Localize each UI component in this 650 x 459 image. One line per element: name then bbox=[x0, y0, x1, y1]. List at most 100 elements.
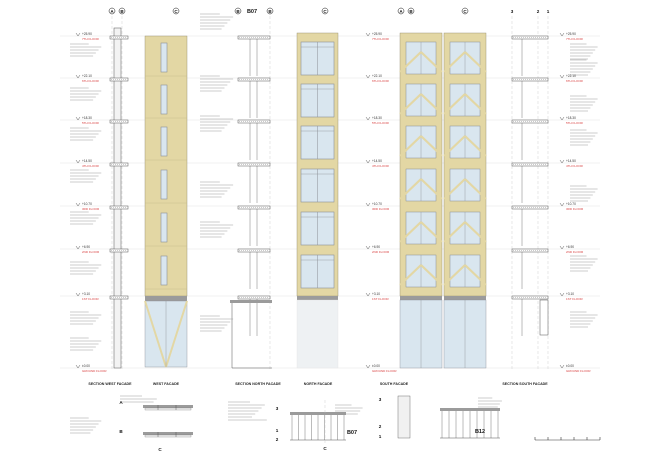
axis-label-c: C bbox=[323, 9, 327, 14]
detail-plan-west: A B C bbox=[119, 400, 193, 452]
axis-label-c: C bbox=[463, 9, 467, 14]
window bbox=[160, 84, 168, 115]
level-elevation: ±0.00 bbox=[372, 364, 380, 368]
level-name: 4TH FLOOR bbox=[372, 164, 390, 168]
level-name: 3RD FLOOR bbox=[372, 207, 390, 211]
detail-code: B12 bbox=[475, 429, 485, 435]
level-elevation: +22.10 bbox=[372, 74, 382, 78]
level-elevation: +14.50 bbox=[82, 159, 92, 163]
level-name: 6TH FLOOR bbox=[372, 79, 390, 83]
level-elevation: +3.10 bbox=[566, 292, 574, 296]
section-south-facade: 3 2 1 SECTION SOUTH FACADE bbox=[502, 9, 598, 386]
axis-label-b: B bbox=[236, 9, 240, 14]
axis-label-2: 2 bbox=[276, 437, 279, 442]
axis-label-c: C bbox=[174, 9, 178, 14]
level-elevation: +22.10 bbox=[566, 74, 576, 78]
level-name: 4TH FLOOR bbox=[82, 164, 100, 168]
axis-label-b: B bbox=[268, 9, 272, 14]
window bbox=[160, 169, 168, 200]
axis-label-2: 2 bbox=[379, 424, 382, 429]
level-elevation: +25.90 bbox=[566, 32, 576, 36]
detail-code: B07 bbox=[247, 9, 257, 15]
level-name: GROUND FLOOR bbox=[566, 369, 591, 373]
section-south-title: SECTION SOUTH FACADE bbox=[502, 382, 548, 386]
level-elevation: +14.50 bbox=[372, 159, 382, 163]
window bbox=[160, 126, 168, 157]
level-name: 1ST FLOOR bbox=[566, 297, 583, 301]
level-elevation: +18.30 bbox=[372, 116, 382, 120]
level-elevation: +6.90 bbox=[566, 245, 574, 249]
level-elevation: +22.10 bbox=[82, 74, 92, 78]
level-name: 2ND FLOOR bbox=[82, 250, 100, 254]
level-elevation: +6.90 bbox=[372, 245, 380, 249]
detail-plan-north: 3 B07 C 1 2 bbox=[228, 400, 363, 451]
section-north-facade: B B07 B SECTION NORTH FACADE bbox=[200, 7, 281, 386]
timber-bay bbox=[443, 32, 487, 297]
detail-code: B07 bbox=[347, 430, 357, 436]
level-name: 7TH FLOOR bbox=[82, 37, 100, 41]
timber-cladding bbox=[144, 35, 188, 297]
level-name: GROUND FLOOR bbox=[372, 369, 397, 373]
axis-label-3: 3 bbox=[276, 406, 279, 411]
level-elevation: +3.10 bbox=[372, 292, 380, 296]
level-name: 4TH FLOOR bbox=[566, 164, 584, 168]
axis-label-1: 1 bbox=[276, 428, 279, 433]
window bbox=[160, 42, 168, 73]
level-elevation: +25.90 bbox=[372, 32, 382, 36]
axis-label-1: 1 bbox=[379, 434, 382, 439]
level-name: GROUND FLOOR bbox=[82, 369, 107, 373]
level-name: 5TH FLOOR bbox=[372, 121, 390, 125]
axis-label-c: C bbox=[158, 447, 162, 452]
west-facade-title: WEST FACADE bbox=[153, 382, 180, 386]
level-name: 3RD FLOOR bbox=[566, 207, 584, 211]
level-elevation: ±0.00 bbox=[566, 364, 574, 368]
axis-label-2: 2 bbox=[537, 9, 540, 14]
level-name: 7TH FLOOR bbox=[372, 37, 390, 41]
axis-label-1: 1 bbox=[547, 9, 550, 14]
west-facade-elevation: C WEST FACADE bbox=[144, 7, 188, 386]
level-elevation: +14.50 bbox=[566, 159, 576, 163]
podium-slab bbox=[145, 296, 187, 301]
axis-label-a: A bbox=[399, 9, 403, 14]
south-facade-title: SOUTH FACADE bbox=[380, 382, 409, 386]
axis-label-b: B bbox=[119, 429, 123, 434]
axis-label-b: B bbox=[409, 9, 413, 14]
north-facade-title: NORTH FACADE bbox=[304, 382, 333, 386]
level-elevation: ±0.00 bbox=[82, 364, 90, 368]
section-north-title: SECTION NORTH FACADE bbox=[235, 382, 281, 386]
level-name: 1ST FLOOR bbox=[372, 297, 389, 301]
section-west-facade: A B SECTION WEST FACADE bbox=[70, 7, 132, 386]
level-name: 1ST FLOOR bbox=[82, 297, 99, 301]
axis-label-a: A bbox=[119, 400, 123, 405]
level-elevation: +25.90 bbox=[82, 32, 92, 36]
window bbox=[160, 212, 168, 243]
level-elevation: +10.70 bbox=[82, 202, 92, 206]
level-name: 5TH FLOOR bbox=[82, 121, 100, 125]
axis-label-b: B bbox=[120, 9, 124, 14]
timber-bay bbox=[399, 32, 443, 297]
level-name: 6TH FLOOR bbox=[82, 79, 100, 83]
axis-label-3: 3 bbox=[379, 397, 382, 402]
level-name: 7TH FLOOR bbox=[566, 37, 584, 41]
level-elevation: +18.30 bbox=[566, 116, 576, 120]
south-facade-elevation: A B C SOUTH FACADE bbox=[380, 7, 487, 386]
ground-floor-recess bbox=[296, 299, 339, 369]
level-elevation: +18.30 bbox=[82, 116, 92, 120]
level-elevation: +10.70 bbox=[372, 202, 382, 206]
level-elevation: +3.10 bbox=[82, 292, 90, 296]
timber-frame bbox=[296, 32, 339, 297]
north-facade-elevation: C NORTH FACADE bbox=[296, 7, 339, 386]
level-elevation: +6.90 bbox=[82, 245, 90, 249]
detail-plan-south: 3 2 1 B12 bbox=[70, 395, 502, 439]
level-name: 6TH FLOOR bbox=[566, 79, 584, 83]
axis-label-a: A bbox=[110, 9, 114, 14]
section-west-title: SECTION WEST FACADE bbox=[88, 382, 132, 386]
window bbox=[160, 255, 168, 286]
level-name: 2ND FLOOR bbox=[372, 250, 390, 254]
podium-slab bbox=[297, 296, 338, 300]
level-name: 3RD FLOOR bbox=[82, 207, 100, 211]
